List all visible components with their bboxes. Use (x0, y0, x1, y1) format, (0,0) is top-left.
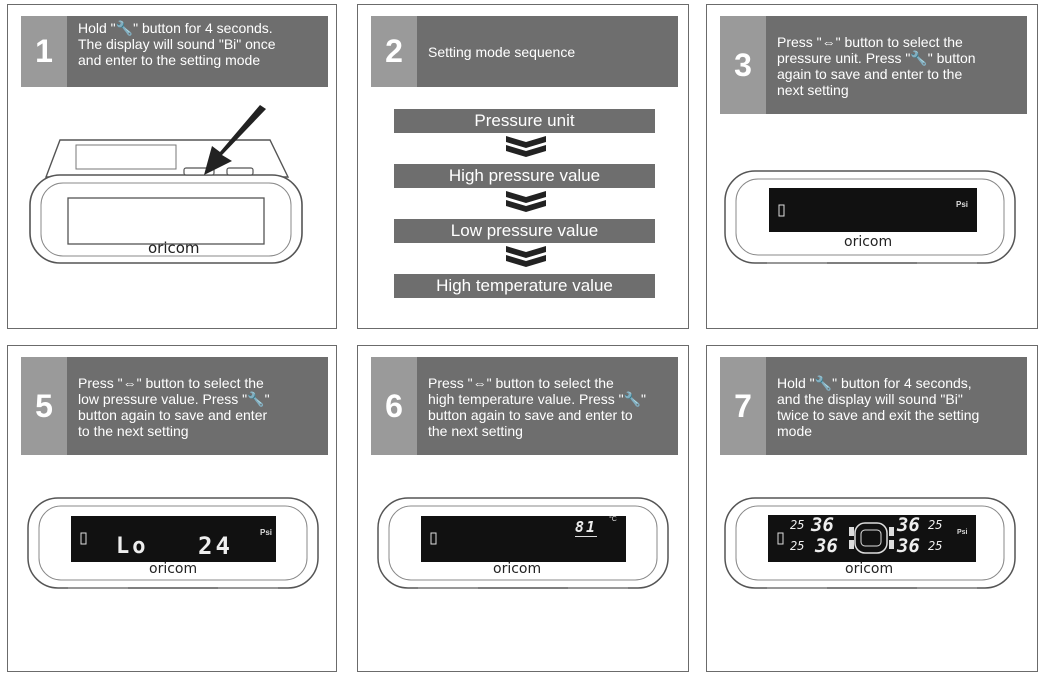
step-instruction: Hold "🔧" button for 4 seconds. The displ… (78, 20, 276, 68)
step-1-header: 1 Hold "🔧" button for 4 seconds. The dis… (21, 16, 328, 87)
lcd-temp-rear-right: 25 (928, 539, 943, 553)
brand-logo: oricom (845, 561, 894, 577)
brand-logo: oricom (148, 239, 200, 257)
step-7-panel: 7 Hold "🔧" button for 4 seconds, and the… (706, 345, 1038, 672)
lcd-pressure-rear-left: 36 (815, 535, 838, 557)
lcd-screen (71, 516, 276, 562)
tpms-monitor-illustration (377, 497, 669, 589)
tpms-monitor-illustration (29, 105, 303, 264)
step-number: 6 (371, 357, 417, 455)
chevron-down-icon (506, 246, 546, 267)
sequence-low-pressure: Low pressure value (394, 219, 655, 243)
lcd-screen (769, 188, 977, 232)
sequence-pressure-unit: Pressure unit (394, 109, 655, 133)
step-3-header: 3 Press "⇔" button to select the pressur… (720, 16, 1027, 114)
step-instruction: Press "⇔" button to select the high temp… (428, 375, 647, 439)
step-5-panel: 5 Press "⇔" button to select the low pre… (7, 345, 337, 672)
lcd-screen (421, 516, 626, 562)
step-number: 7 (720, 357, 766, 455)
step-3-panel: 3 Press "⇔" button to select the pressur… (706, 4, 1038, 329)
step-number: 5 (21, 357, 67, 455)
tpms-monitor-illustration (27, 497, 319, 589)
step-instruction: Hold "🔧" button for 4 seconds, and the d… (777, 375, 980, 439)
step-instruction: Setting mode sequence (428, 43, 576, 60)
brand-logo: oricom (844, 234, 893, 250)
car-icon (854, 522, 888, 554)
step-6-header: 6 Press "⇔" button to select the high te… (371, 357, 678, 455)
step-instruction: Press "⇔" button to select the low press… (78, 375, 270, 439)
step-6-panel: 6 Press "⇔" button to select the high te… (357, 345, 689, 672)
tpms-monitor-illustration (724, 497, 1016, 589)
battery-icon (778, 204, 785, 217)
step-number: 2 (371, 16, 417, 87)
lcd-mode-text: Lo (116, 534, 149, 559)
step-number: 3 (720, 16, 766, 114)
lcd-temp-front-right: 25 (928, 518, 943, 532)
chevron-down-icon (506, 191, 546, 212)
tpms-monitor-illustration (724, 170, 1016, 264)
select-button (226, 167, 254, 176)
brand-logo: oricom (493, 561, 542, 577)
battery-icon (777, 532, 784, 545)
lcd-pressure-front-right: 36 (897, 514, 920, 536)
brand-logo: oricom (149, 561, 198, 577)
step-2-panel: 2 Setting mode sequence Pressure unit Hi… (357, 4, 689, 329)
step-5-header: 5 Press "⇔" button to select the low pre… (21, 357, 328, 455)
battery-icon (430, 532, 437, 545)
psi-unit-label: Psi (957, 529, 968, 536)
chevron-down-icon (506, 136, 546, 157)
psi-unit-label: Psi (956, 200, 969, 209)
lcd-temp-rear-left: 25 (790, 539, 805, 553)
lcd-pressure-value: 24 (198, 532, 233, 560)
celsius-unit-label: °C (609, 516, 617, 523)
step-7-header: 7 Hold "🔧" button for 4 seconds, and the… (720, 357, 1027, 455)
battery-icon (80, 532, 87, 545)
step-number: 1 (21, 16, 67, 87)
psi-unit-label: Psi (260, 528, 273, 537)
lcd-pressure-front-left: 36 (811, 514, 834, 536)
lcd-temp-front-left: 25 (790, 518, 805, 532)
lcd-temperature-value: 81 (575, 518, 598, 537)
step-instruction: Press "⇔" button to select the pressure … (777, 34, 976, 98)
sequence-high-pressure: High pressure value (394, 164, 655, 188)
sequence-high-temperature: High temperature value (394, 274, 655, 298)
step-2-header: 2 Setting mode sequence (371, 16, 678, 87)
step-1-panel: 1 Hold "🔧" button for 4 seconds. The dis… (7, 4, 337, 329)
press-arrow-icon (204, 105, 266, 175)
lcd-pressure-rear-right: 36 (897, 535, 920, 557)
